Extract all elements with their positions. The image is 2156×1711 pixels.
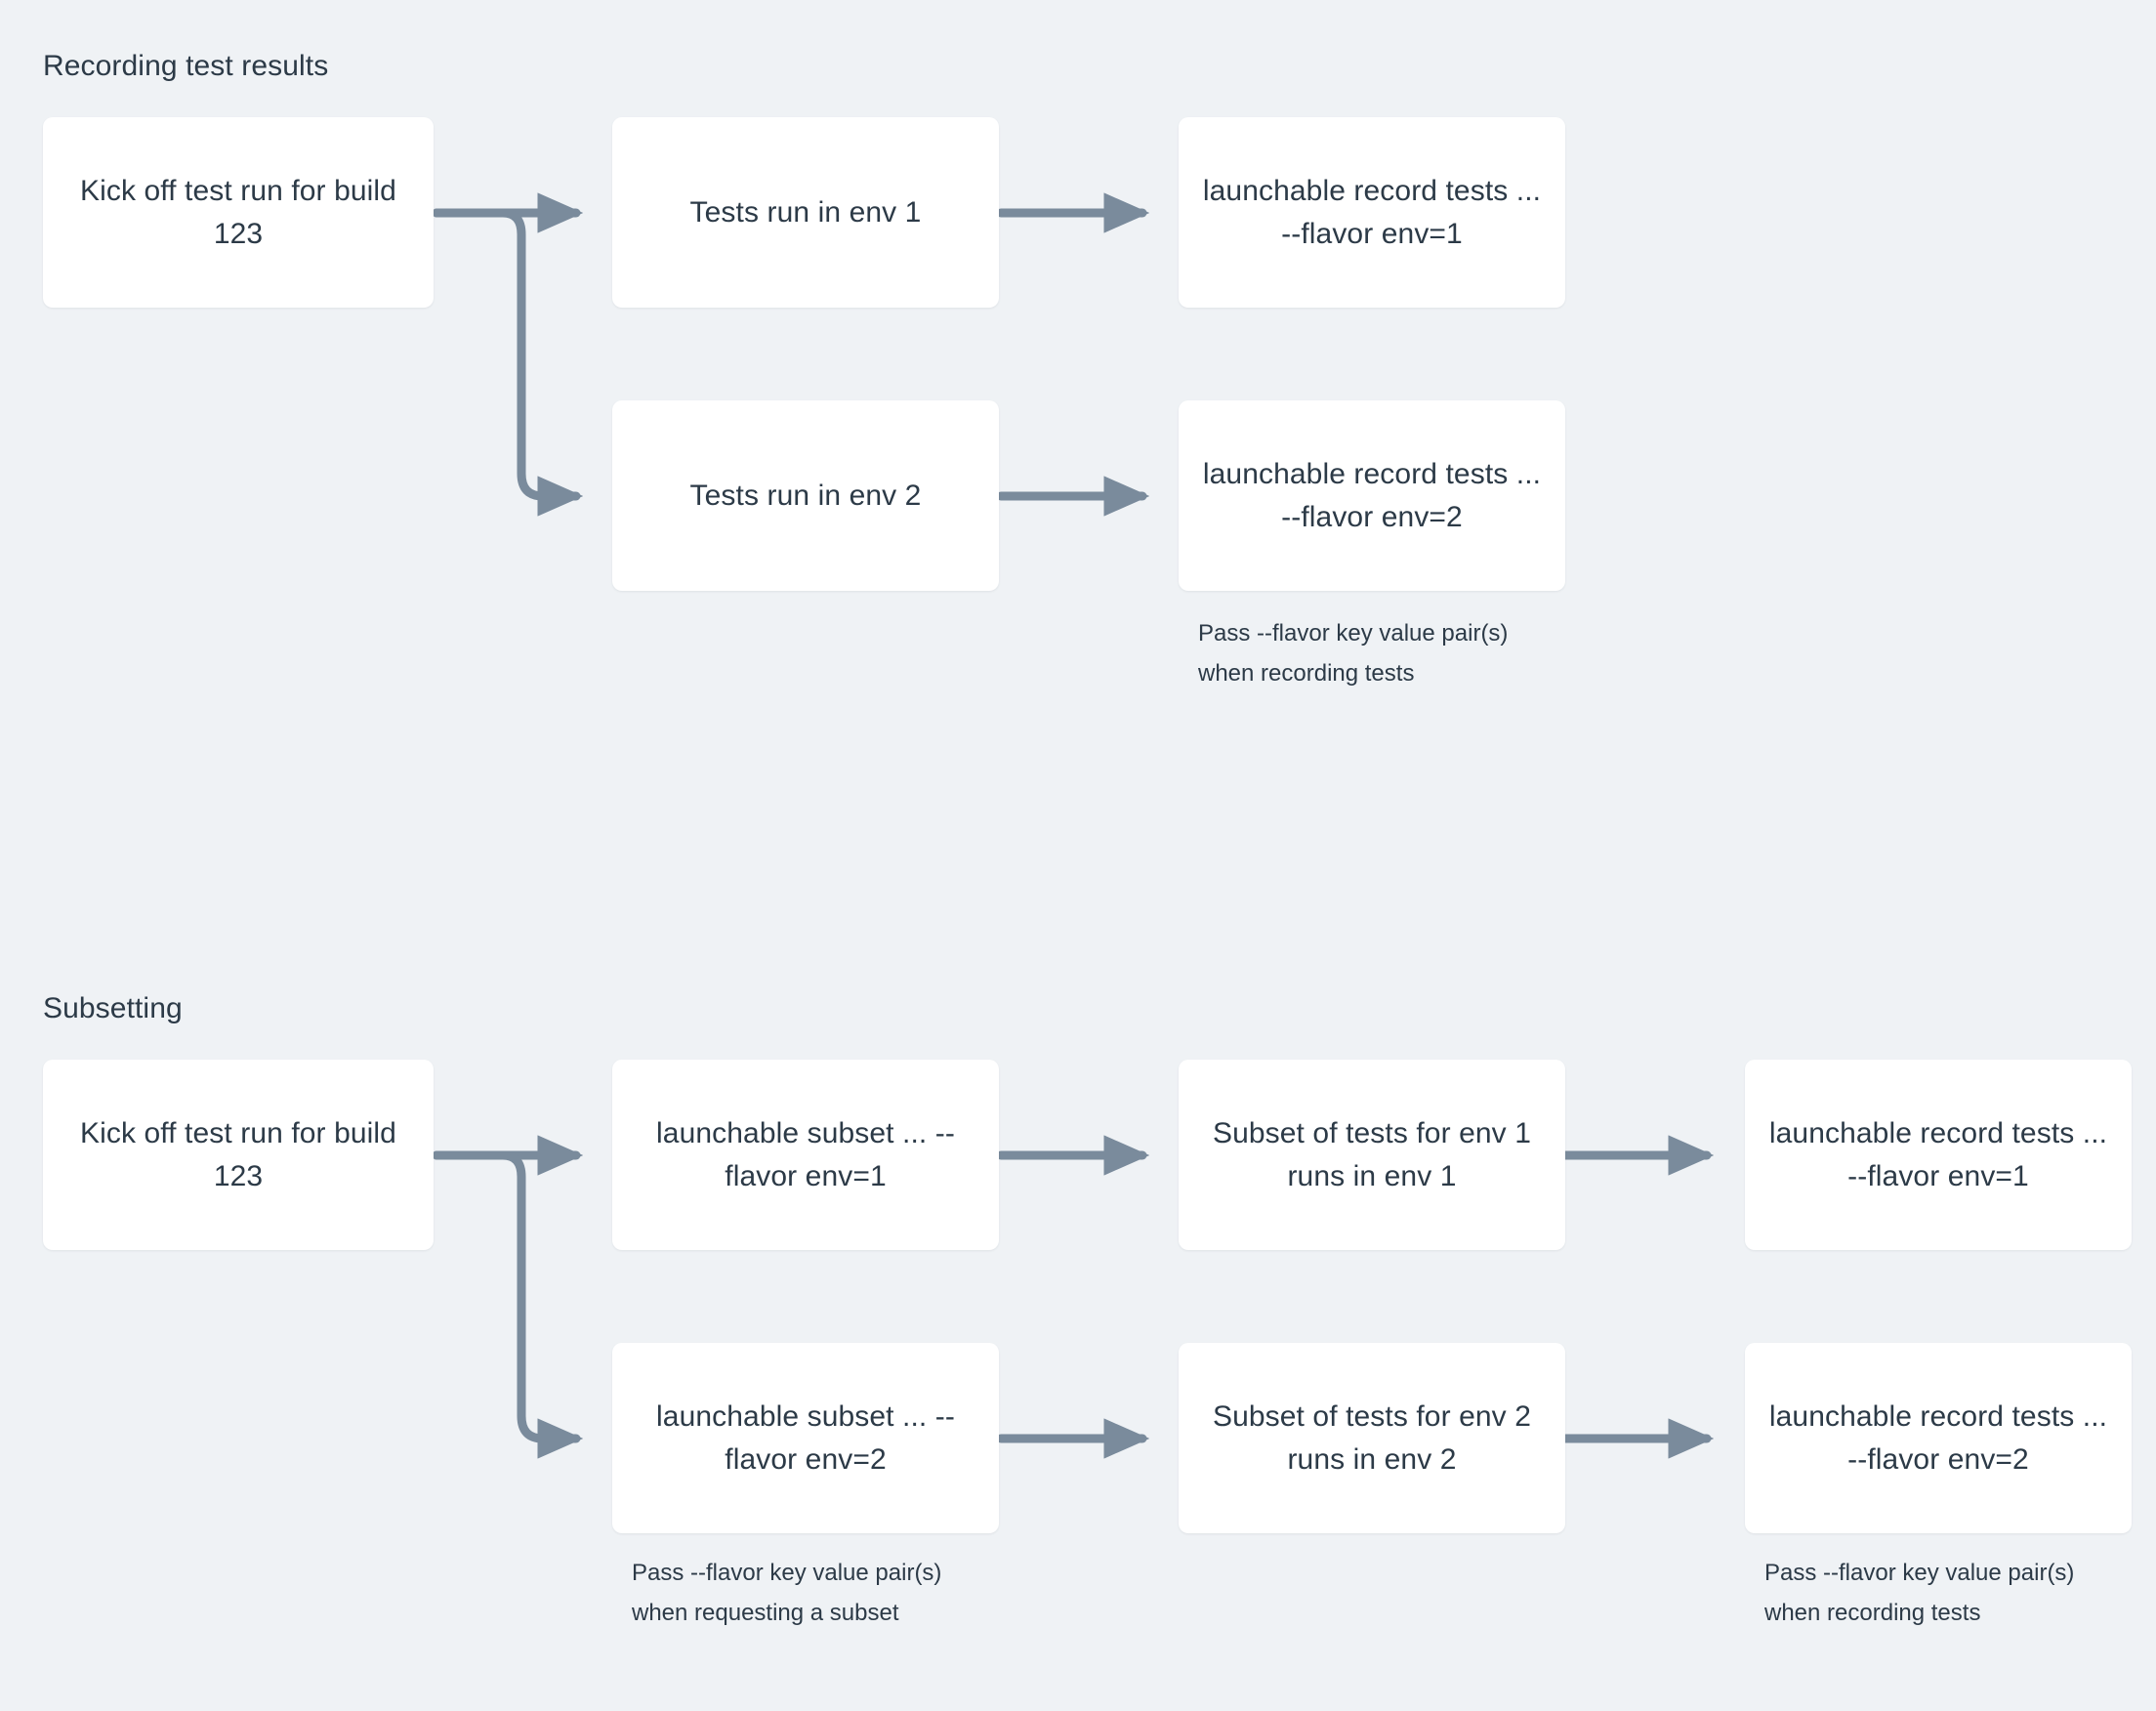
node-subsetting-start[interactable]: Kick off test run for build 123: [43, 1060, 434, 1250]
node-label: Subset of tests for env 2 runs in env 2: [1212, 1399, 1531, 1476]
node-label: launchable record tests ... --flavor env…: [1202, 174, 1542, 250]
edge-subsetting-branch: [432, 1135, 584, 1459]
node-label: Subset of tests for env 1 runs in env 1: [1212, 1116, 1531, 1192]
node-recording-start[interactable]: Kick off test run for build 123: [43, 117, 434, 308]
node-label: launchable record tests ... --flavor env…: [1768, 1399, 2108, 1476]
section-title-recording: Recording test results: [43, 50, 329, 82]
node-subsetting-env1-subset[interactable]: launchable subset ... --flavor env=1: [612, 1060, 999, 1250]
node-subsetting-env2-record[interactable]: launchable record tests ... --flavor env…: [1745, 1343, 2132, 1533]
node-label: launchable subset ... --flavor env=2: [656, 1399, 955, 1476]
node-recording-env1-record[interactable]: launchable record tests ... --flavor env…: [1179, 117, 1565, 308]
node-recording-env2-run[interactable]: Tests run in env 2: [612, 400, 999, 591]
node-recording-env2-record[interactable]: launchable record tests ... --flavor env…: [1179, 400, 1565, 591]
node-label: launchable subset ... --flavor env=1: [656, 1116, 955, 1192]
node-subsetting-env1-tests[interactable]: Subset of tests for env 1 runs in env 1: [1179, 1060, 1565, 1250]
edge-recording-branch: [432, 192, 584, 517]
node-label: Tests run in env 1: [689, 195, 922, 229]
node-label: Tests run in env 2: [689, 479, 922, 512]
node-label: launchable record tests ... --flavor env…: [1202, 457, 1542, 533]
node-subsetting-env2-tests[interactable]: Subset of tests for env 2 runs in env 2: [1179, 1343, 1565, 1533]
caption-subsetting-record: Pass --flavor key value pair(s) when rec…: [1764, 1560, 2075, 1626]
node-label: launchable record tests ... --flavor env…: [1768, 1116, 2108, 1192]
caption-subsetting-subset: Pass --flavor key value pair(s) when req…: [632, 1560, 942, 1626]
node-label: Kick off test run for build 123: [80, 174, 396, 250]
node-label: Kick off test run for build 123: [80, 1116, 396, 1192]
section-title-subsetting: Subsetting: [43, 992, 183, 1024]
caption-recording-record: Pass --flavor key value pair(s) when rec…: [1198, 620, 1509, 687]
node-recording-env1-run[interactable]: Tests run in env 1: [612, 117, 999, 308]
node-subsetting-env2-subset[interactable]: launchable subset ... --flavor env=2: [612, 1343, 999, 1533]
node-subsetting-env1-record[interactable]: launchable record tests ... --flavor env…: [1745, 1060, 2132, 1250]
